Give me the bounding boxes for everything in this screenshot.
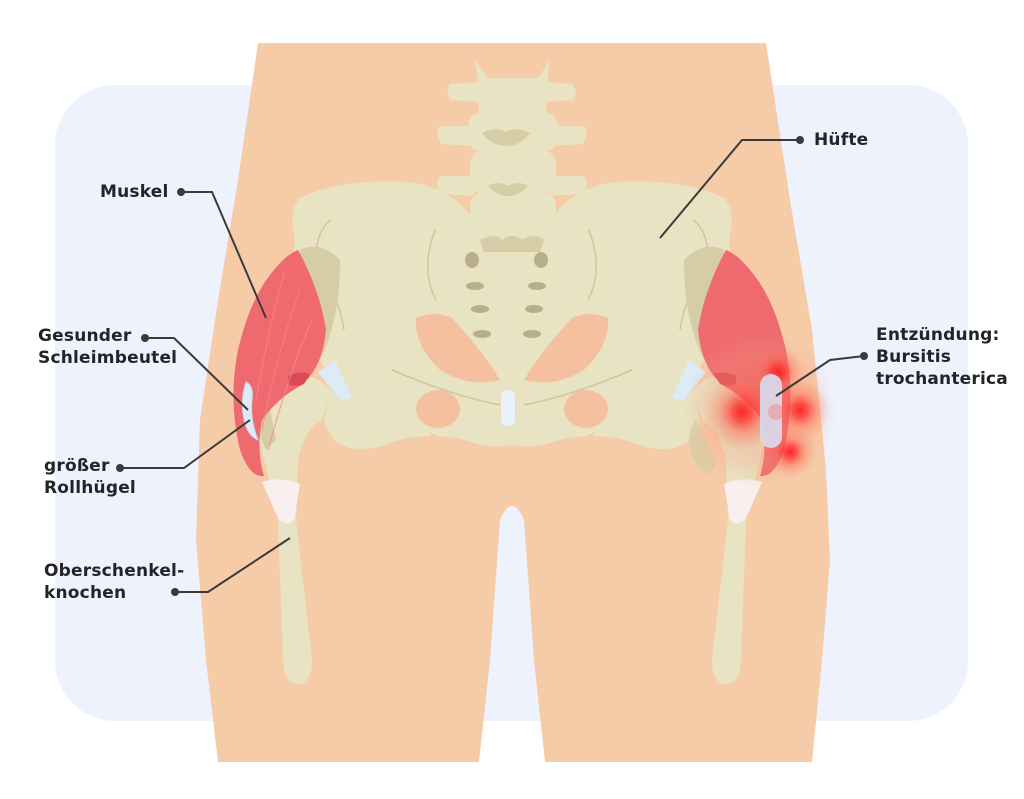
label-line: trochanterica [876,369,1008,389]
label-muskel: Muskel [100,182,169,202]
pubic-symphysis [501,390,515,426]
label-line: Entzündung: [876,325,1000,345]
label-line: Oberschenkel- [44,561,185,581]
label-line: Gesunder [38,326,132,346]
leader-lines [120,139,865,593]
label-huefte: Hüfte [814,130,869,150]
label-line: Schleimbeutel [38,348,178,368]
pelvic-openings [415,314,609,470]
leader-dots [116,136,868,596]
bursa-healthy [241,381,259,441]
label-line: größer [44,456,110,476]
label-groesser-rollhuegel: größer Rollhügel [44,455,136,499]
label-oberschenkelknochen: Oberschenkel- knochen [44,560,184,604]
bursa-inflamed [760,374,782,448]
muscle-left [233,250,326,477]
label-line: knochen [44,583,127,603]
sacral-foramina [465,236,548,338]
vertebra-shadows [482,129,530,196]
label-line: Bursitis [876,347,952,367]
label-line: Rollhügel [44,478,136,498]
label-entzuendung-bursitis: Entzündung: Bursitis trochanterica [876,324,1008,390]
ligament-left [318,360,352,400]
label-gesunder-schleimbeutel: Gesunder Schleimbeutel [38,325,177,369]
